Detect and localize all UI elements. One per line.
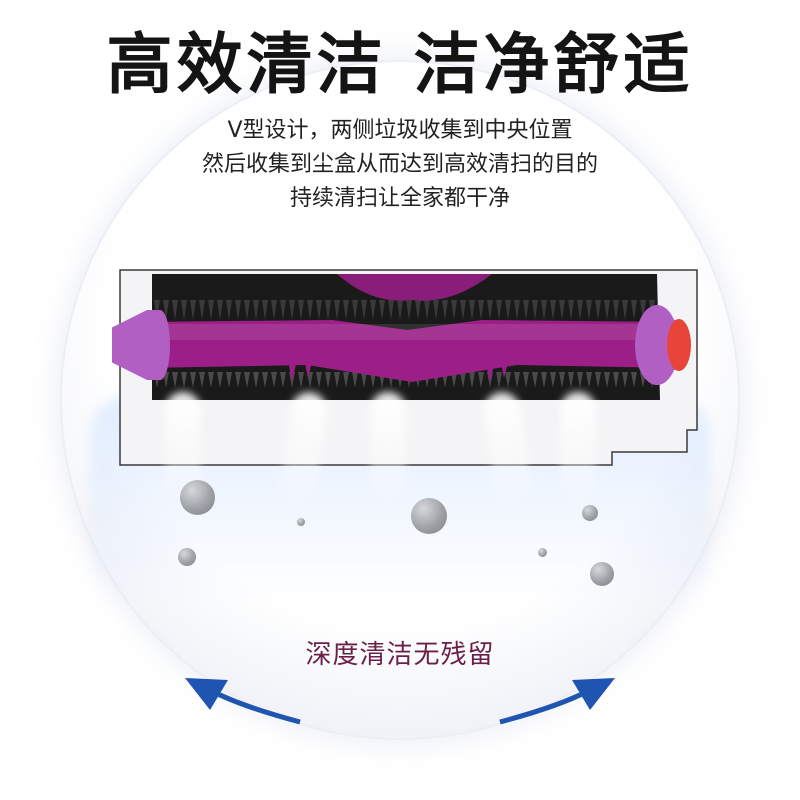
air-stream-5 — [560, 392, 596, 512]
dust-particle-icon — [180, 480, 215, 515]
dust-particle-icon — [538, 548, 547, 557]
left-arrow-shaft — [208, 687, 301, 725]
right-arrow-head — [572, 678, 615, 710]
brush-center-panel — [337, 274, 492, 301]
dust-particle-icon — [582, 505, 598, 521]
description-line-3: 持续清扫让全家都干净 — [289, 186, 510, 211]
left-arrow-head — [185, 678, 228, 710]
description-line-1: V型设计，两侧垃圾收集到中央位置 — [227, 118, 573, 143]
right-end-plug — [667, 319, 691, 371]
bristle-teeth — [154, 300, 655, 388]
dust-particle-icon — [297, 518, 305, 526]
dust-particle-icon — [411, 498, 447, 534]
left-end-cap — [112, 310, 160, 380]
roller-brush-icon — [112, 269, 698, 466]
dust-particle-icon — [590, 562, 614, 586]
dust-particle-icon — [178, 548, 196, 566]
headline: 高效清洁 洁净舒适 — [106, 26, 694, 103]
air-stream-3 — [370, 392, 406, 512]
brush-core — [142, 320, 672, 382]
rotation-arrow-icon — [185, 678, 615, 725]
caption: 深度清洁无残留 — [305, 640, 495, 670]
right-arrow-shaft — [499, 687, 592, 725]
description-line-2: 然后收集到尘盒从而达到高效清扫的目的 — [201, 152, 598, 177]
